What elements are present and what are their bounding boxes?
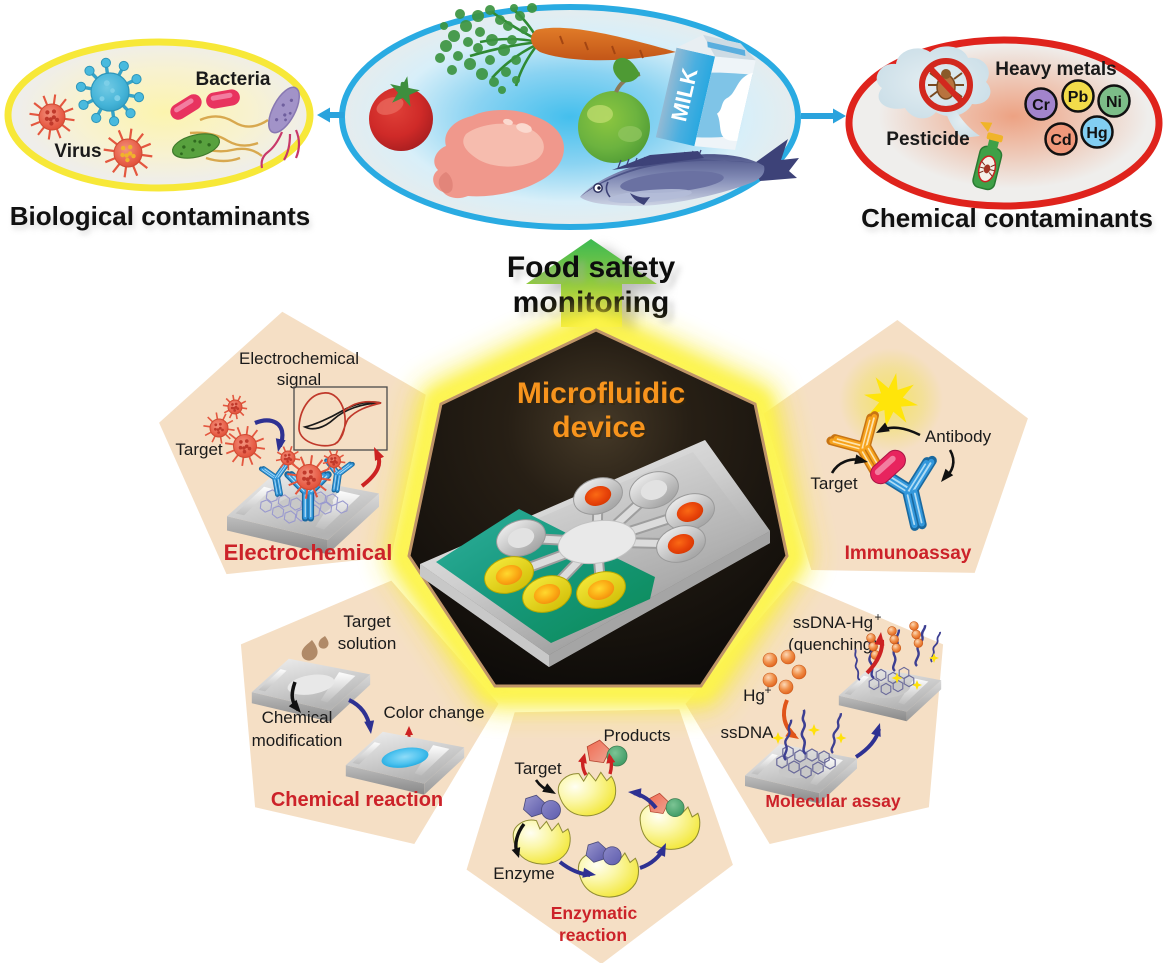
svg-text:Food safety: Food safety xyxy=(507,251,676,284)
svg-text:Antibody: Antibody xyxy=(925,427,992,446)
svg-text:+: + xyxy=(764,683,771,697)
svg-text:Pb: Pb xyxy=(1068,89,1089,106)
svg-text:reaction: reaction xyxy=(559,925,627,945)
svg-text:Target: Target xyxy=(175,440,223,459)
svg-text:Biological contaminants: Biological contaminants xyxy=(12,205,313,235)
svg-text:device: device xyxy=(552,411,645,444)
svg-text:Bacteria: Bacteria xyxy=(196,69,271,90)
svg-text:Immunoassay: Immunoassay xyxy=(845,543,972,564)
svg-text:Chemical reaction: Chemical reaction xyxy=(271,789,443,811)
svg-text:Target: Target xyxy=(343,612,391,631)
svg-text:Food safety: Food safety xyxy=(513,256,682,289)
svg-text:Electrochemical: Electrochemical xyxy=(224,540,393,565)
svg-text:Biological contaminants: Biological contaminants xyxy=(10,201,311,231)
svg-text:Cr: Cr xyxy=(1032,97,1050,114)
svg-text:Pesticide: Pesticide xyxy=(886,129,969,150)
svg-text:signal: signal xyxy=(277,370,321,389)
svg-text:Ni: Ni xyxy=(1106,94,1122,111)
svg-text:Molecular assay: Molecular assay xyxy=(765,791,900,811)
svg-text:Heavy metals: Heavy metals xyxy=(995,59,1116,80)
svg-text:+: + xyxy=(874,610,881,624)
svg-text:Chemical: Chemical xyxy=(262,708,333,727)
svg-text:Virus: Virus xyxy=(54,141,101,162)
svg-text:Chemical contaminants: Chemical contaminants xyxy=(861,203,1153,233)
svg-text:Chemical contaminants: Chemical contaminants xyxy=(863,207,1155,237)
svg-text:modification: modification xyxy=(252,731,343,750)
svg-text:(quenching): (quenching) xyxy=(788,635,878,654)
svg-text:Microfluidic: Microfluidic xyxy=(517,377,685,410)
svg-text:ssDNA: ssDNA xyxy=(721,723,775,742)
svg-text:Color change: Color change xyxy=(383,703,484,722)
svg-text:Enzymatic: Enzymatic xyxy=(551,903,638,923)
svg-text:Enzyme: Enzyme xyxy=(493,864,554,883)
svg-text:Cd: Cd xyxy=(1050,132,1071,149)
svg-text:device: device xyxy=(554,413,647,446)
svg-text:Hg: Hg xyxy=(743,686,765,705)
svg-text:Target: Target xyxy=(514,759,562,778)
svg-text:Hg: Hg xyxy=(1086,125,1107,142)
svg-text:Products: Products xyxy=(603,726,670,745)
svg-text:solution: solution xyxy=(338,634,397,653)
svg-text:Electrochemical: Electrochemical xyxy=(239,349,359,368)
svg-text:Target: Target xyxy=(810,474,858,493)
svg-text:Microfluidic: Microfluidic xyxy=(519,379,687,412)
svg-text:ssDNA-Hg: ssDNA-Hg xyxy=(793,613,873,632)
